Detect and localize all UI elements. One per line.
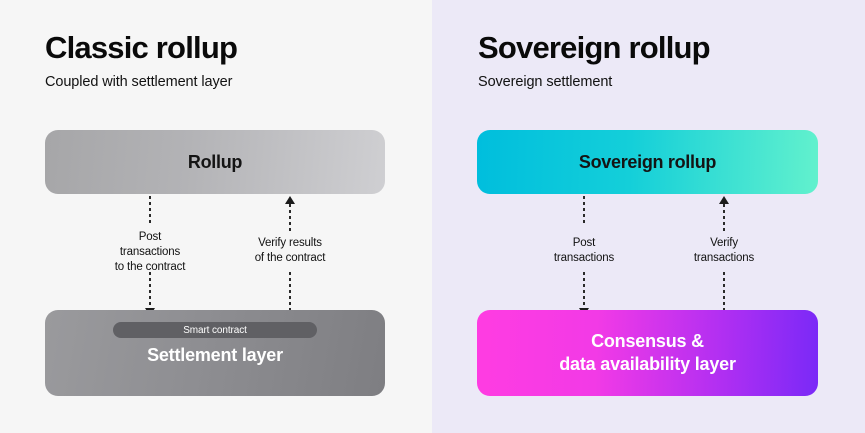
dotted-line-segment-upper [723,204,725,234]
box-sovereign-rollup-label: Sovereign rollup [578,151,717,172]
box-settlement-layer: Smart contract Settlement layer [45,310,385,396]
dotted-line-segment-upper [289,204,291,234]
panel-classic-rollup: Classic rollup Coupled with settlement l… [0,0,432,433]
dotted-line-segment-lower [583,272,585,308]
box-settlement-label: Settlement layer [147,345,283,365]
dotted-line-segment-lower [723,272,725,314]
dotted-line-segment-upper [583,196,585,226]
settlement-title-wrap: Settlement layer [45,344,385,367]
box-consensus-da-label: Consensus &data availability layer [559,330,736,374]
dotted-line-segment-lower [149,272,151,308]
box-rollup-label: Rollup [187,151,243,172]
dotted-line-segment-lower [289,272,291,314]
smart-contract-label: Smart contract [183,324,247,336]
box-consensus-da-layer: Consensus &data availability layer [477,310,818,396]
box-sovereign-rollup: Sovereign rollup [477,130,818,194]
page-title-classic: Classic rollup [45,30,238,65]
subtitle-classic: Coupled with settlement layer [45,73,233,90]
box-rollup: Rollup [45,130,385,194]
classic-heading-block: Classic rollup Coupled with settlement l… [45,30,238,90]
sovereign-heading-block: Sovereign rollup Sovereign settlement [478,30,711,90]
subtitle-sovereign: Sovereign settlement [478,73,613,90]
panel-sovereign-rollup: Sovereign rollup Sovereign settlement So… [432,0,865,433]
page-title-sovereign: Sovereign rollup [478,30,711,65]
arrow-up-icon [285,196,295,204]
arrow-up-icon [719,196,729,204]
dotted-line-segment-upper [149,196,151,226]
smart-contract-pill: Smart contract [113,322,317,338]
